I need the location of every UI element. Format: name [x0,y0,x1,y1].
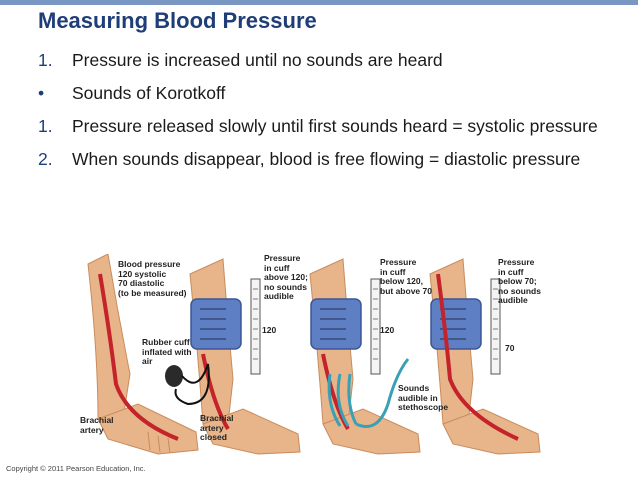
list-item-text: Pressure released slowly until first sou… [72,116,598,136]
slide-title: Measuring Blood Pressure [38,8,317,33]
list-marker: 1. [38,116,53,136]
value-120-label-2: 120 [380,325,395,335]
pressure-above-120-label: Pressure in cuff above 120; no sounds au… [264,253,308,301]
arm-illustration-4 [429,258,541,455]
arm-illustration-2 [165,258,301,455]
copyright-notice: Copyright © 2011 Pearson Education, Inc. [6,464,146,473]
arm-illustration-3 [309,258,421,455]
rubber-cuff-label: Rubber cuff inflated with air [142,337,192,366]
list-item-text: Pressure is increased until no sounds ar… [72,50,443,70]
brachial-artery-closed-label: Brachial artery closed [200,413,234,442]
list-item: 1. Pressure is increased until no sounds… [38,48,628,72]
top-accent-bar [0,0,638,5]
value-70-label: 70 [505,343,515,353]
list-item: 2. When sounds disappear, blood is free … [38,147,628,171]
list-marker: 1. [38,50,53,70]
pressure-below-70-label: Pressure in cuff below 70; no sounds aud… [498,257,541,305]
list-item: • Sounds of Korotkoff [38,81,628,105]
brachial-artery-label: Brachial artery [80,415,114,435]
sounds-audible-label: Sounds audible in stethoscope [398,383,449,412]
bullet-list: 1. Pressure is increased until no sounds… [38,48,628,180]
list-item-text: Sounds of Korotkoff [72,83,226,103]
blood-pressure-figure: Blood pressure 120 systolic 70 diastolic… [78,253,568,460]
bullet-marker: • [38,83,45,103]
value-120-label-1: 120 [262,325,277,335]
pressure-between-label: Pressure in cuff below 120, but above 70 [380,257,432,296]
arm-illustrations [87,253,541,455]
arm-illustration-1 [87,253,199,455]
list-item-text: When sounds disappear, blood is free flo… [72,149,581,169]
list-marker: 2. [38,149,53,169]
blood-pressure-label: Blood pressure 120 systolic 70 diastolic… [118,259,187,298]
list-item: 1. Pressure released slowly until first … [38,114,628,138]
